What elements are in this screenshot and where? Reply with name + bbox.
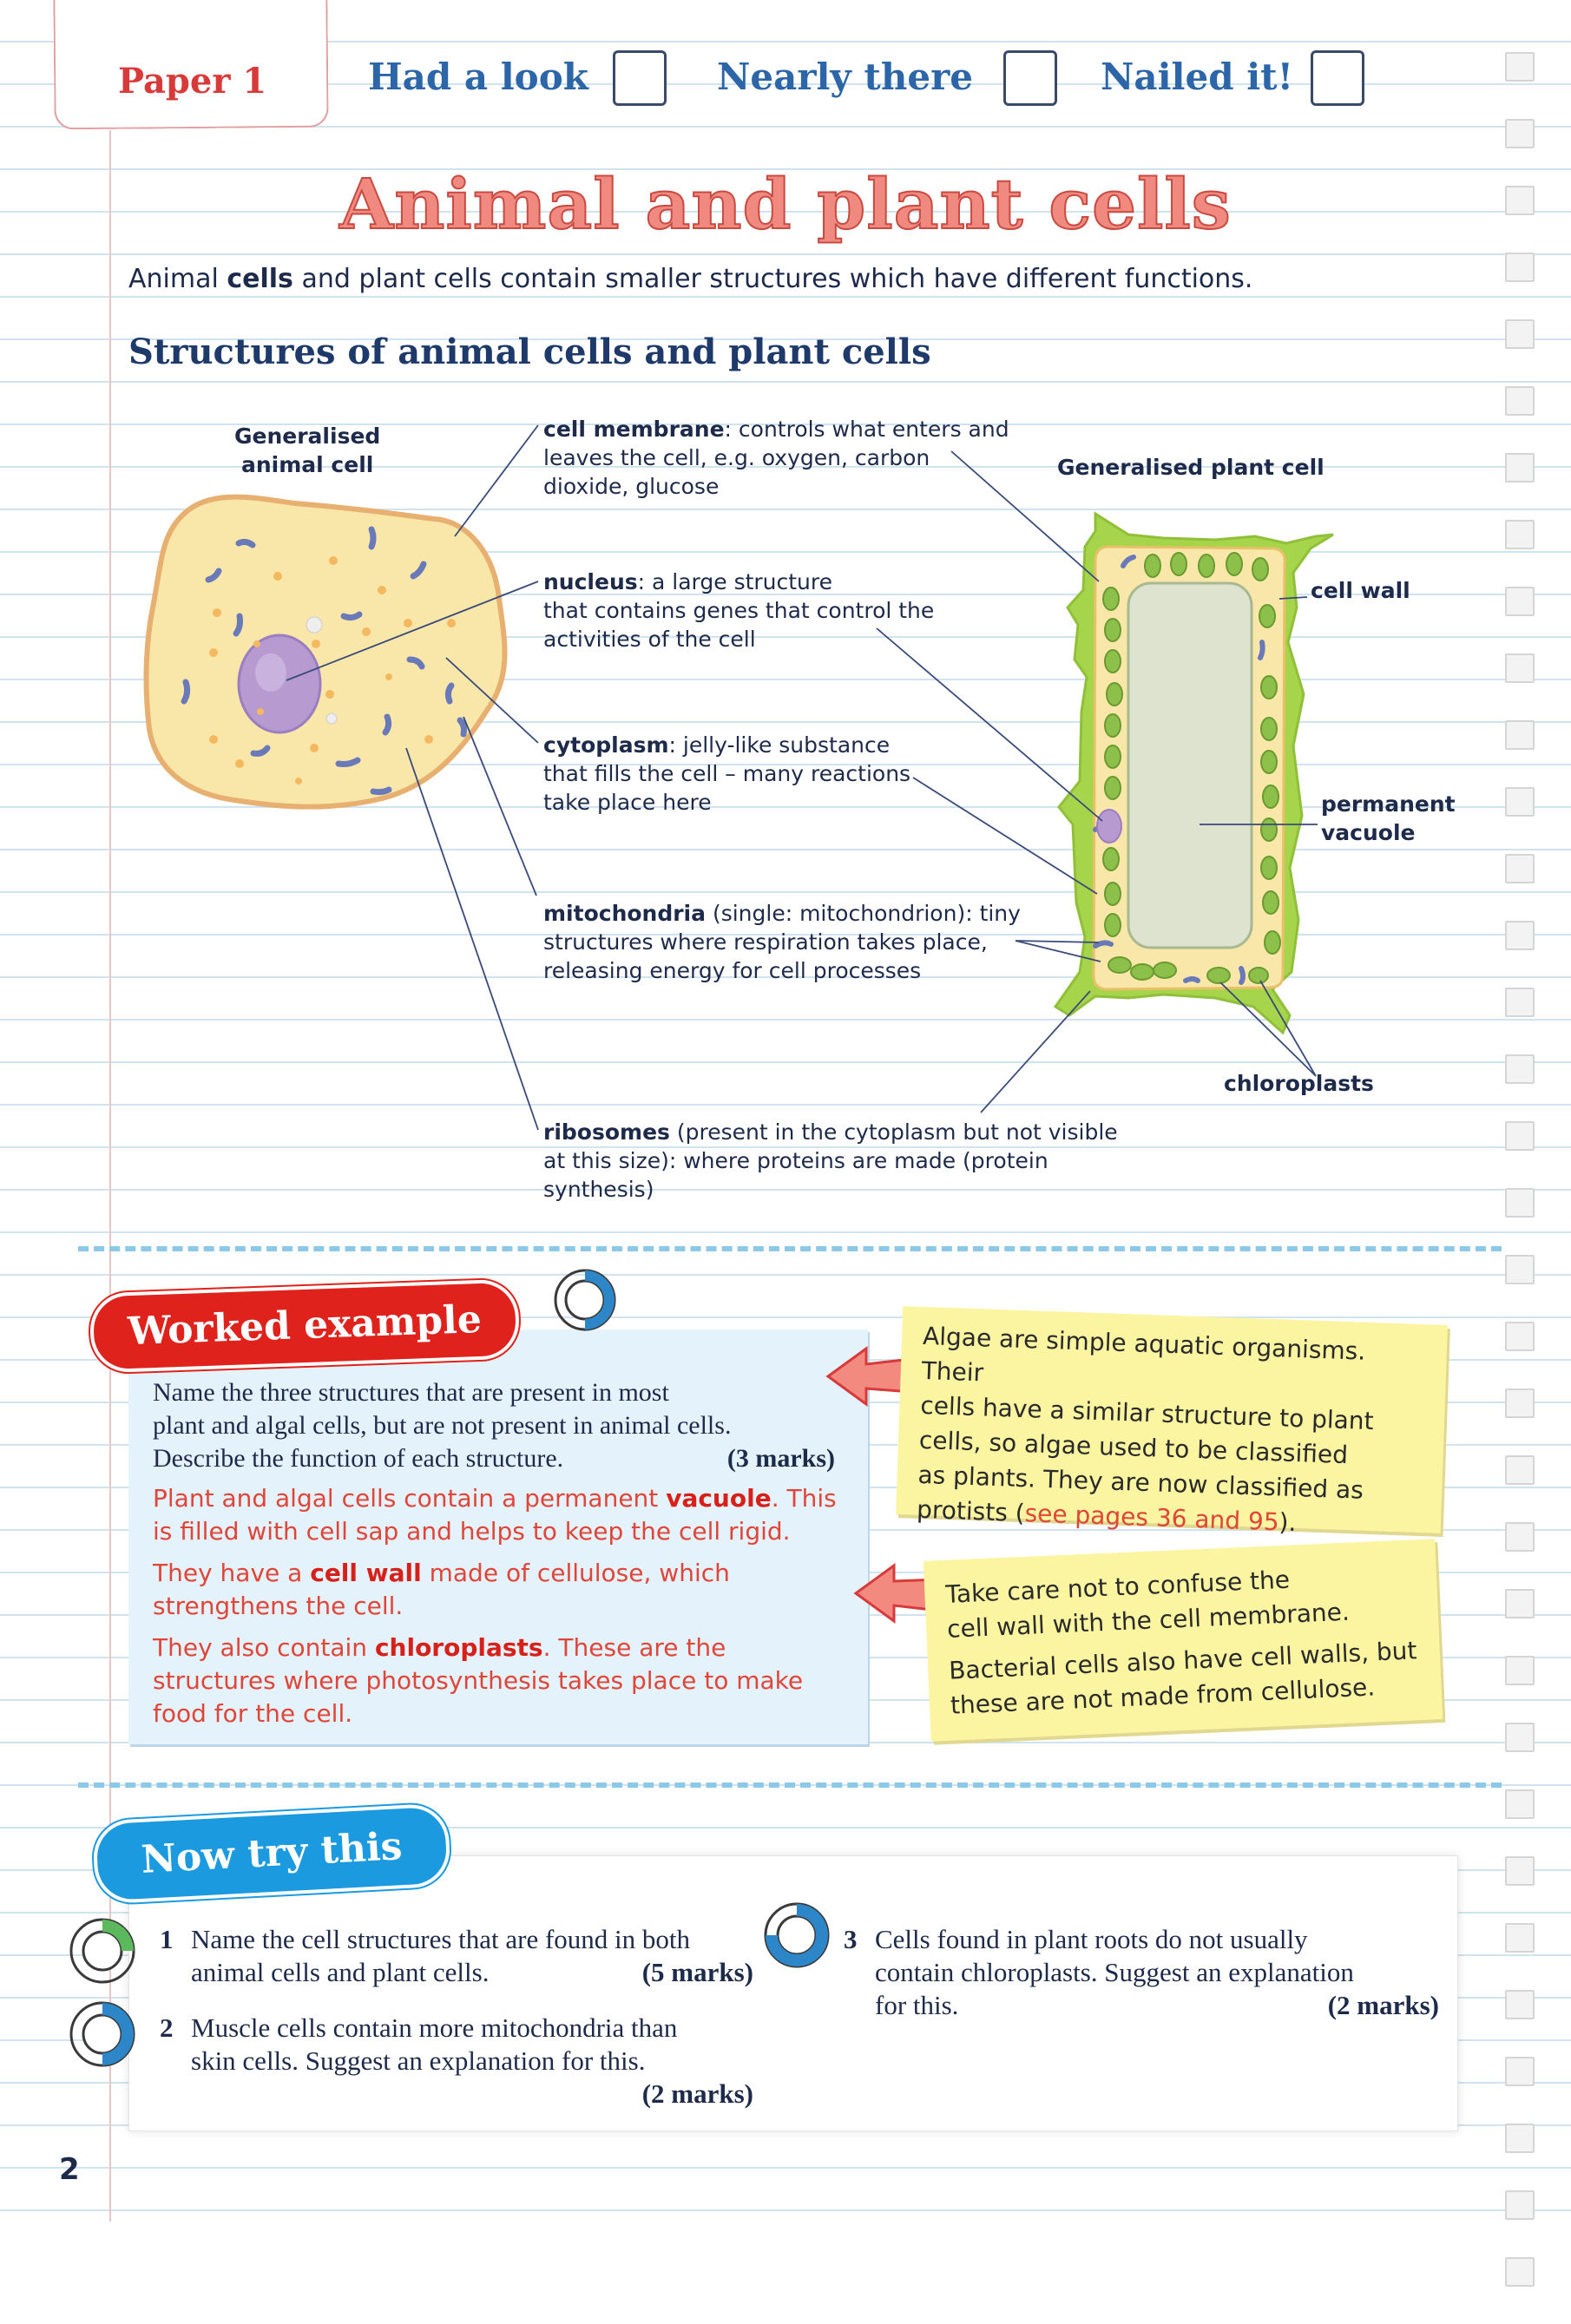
animal-cell-membrane: [143, 494, 508, 810]
margin-line: [109, 130, 111, 2222]
plant-vacuole: [1127, 581, 1253, 949]
nailed-it-checkbox[interactable]: [1311, 50, 1364, 106]
label-mitochondria: mitochondria (single: mitochondrion): ti…: [543, 901, 1021, 983]
answer-chloroplasts: They also contain chloroplasts. These ar…: [153, 1633, 804, 1728]
worked-example-marks: (3 marks): [726, 1444, 835, 1473]
plant-nucleus: [1096, 809, 1122, 844]
label-chloroplasts: chloroplasts: [1224, 1071, 1374, 1096]
question-3: 3 Cells found in plant roots do not usua…: [844, 1924, 1439, 2020]
worked-example-heading: Worked example: [89, 1278, 521, 1374]
label-cell-wall: cell wall: [1311, 578, 1410, 603]
had-a-look-checkbox[interactable]: [613, 50, 667, 106]
plant-cell-caption: Generalised plant cell: [1057, 455, 1325, 480]
now-try-this-box: [128, 1855, 1458, 2131]
section-divider: [78, 1246, 1502, 1251]
algae-note: Algae are simple aquatic organisms. Thei…: [896, 1306, 1448, 1537]
leader-lines: [286, 424, 1318, 1131]
question-1: 1 Name the cell structures that are foun…: [160, 1924, 753, 1987]
cell-diagram: [143, 424, 1334, 1131]
paper-label: Paper 1: [118, 61, 267, 102]
status-nailed-it-label: Nailed it!: [1101, 56, 1294, 98]
question-2: 2 Muscle cells contain more mitochondria…: [160, 2012, 753, 2109]
intro-text: Animal cells and plant cells contain sma…: [128, 264, 1253, 294]
page-number: 2: [59, 2152, 80, 2187]
plant-chloroplasts: [1102, 552, 1281, 984]
section-heading: Structures of animal cells and plant cel…: [128, 332, 931, 372]
difficulty-ring-icon: [764, 1902, 830, 1968]
status-had-a-look-label: Had a look: [368, 56, 588, 98]
page-reference-link: see pages 36 and 95: [1024, 1499, 1280, 1537]
nearly-there-checkbox[interactable]: [1003, 50, 1057, 106]
answer-vacuole: Plant and algal cells contain a permanen…: [153, 1484, 837, 1546]
section-divider: [78, 1782, 1502, 1788]
status-nearly-there-label: Nearly there: [717, 56, 973, 98]
worked-example-box: [128, 1329, 868, 1744]
label-ribosomes: ribosomes (present in the cytoplasm but …: [543, 1119, 1118, 1202]
worked-example-question: Name the three structures that are prese…: [153, 1376, 847, 1475]
difficulty-ring-icon: [554, 1269, 616, 1331]
page-title: Animal and plant cells: [339, 162, 1232, 246]
difficulty-ring-icon: [69, 1918, 135, 1984]
animal-mitochondria: [181, 526, 467, 796]
answer-cell-wall: They have a cell wall made of cellulose,…: [153, 1559, 730, 1620]
animal-ribosomes: [209, 556, 456, 785]
difficulty-ring-icon: [69, 2001, 135, 2067]
